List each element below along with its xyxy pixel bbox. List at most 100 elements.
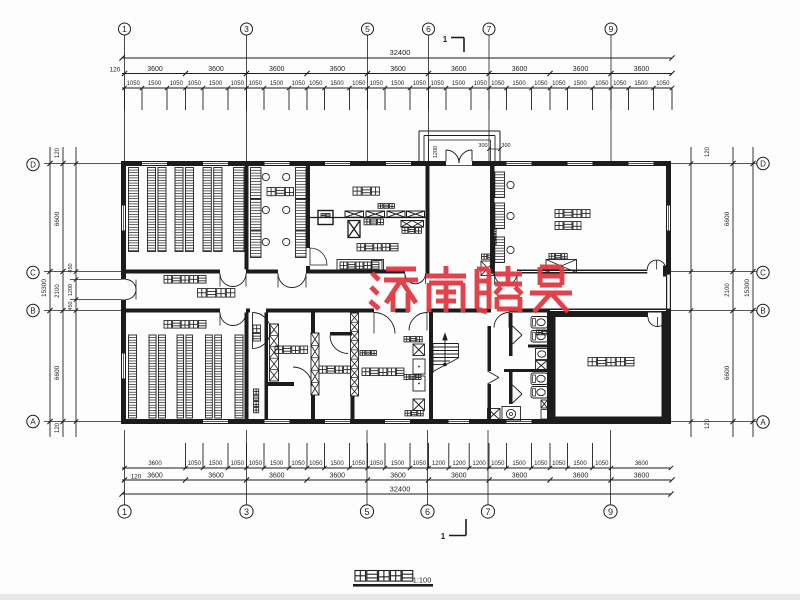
svg-text:1500: 1500 [512,81,526,87]
svg-text:120: 120 [55,147,61,158]
svg-text:3600: 3600 [269,473,285,480]
svg-text:A: A [30,418,36,427]
svg-text:1: 1 [441,532,446,541]
svg-text:1500: 1500 [209,461,223,467]
svg-text:120: 120 [705,418,711,429]
svg-text:1050: 1050 [188,461,202,467]
svg-text:5: 5 [364,507,369,517]
svg-text:1: 1 [443,35,448,44]
svg-text:1050: 1050 [595,461,609,467]
svg-text:6600: 6600 [54,365,61,380]
svg-text:1050: 1050 [231,461,245,467]
svg-text:1500: 1500 [270,81,284,87]
svg-text:1: 1 [122,24,127,34]
svg-text:3600: 3600 [634,66,650,73]
svg-text:1200: 1200 [432,461,446,467]
svg-text:1050: 1050 [491,81,505,87]
svg-text:1050: 1050 [370,81,384,87]
svg-text:3600: 3600 [208,66,224,73]
svg-text:1050: 1050 [291,461,305,467]
svg-text:6: 6 [426,24,431,34]
svg-text:6600: 6600 [724,365,731,380]
svg-text:1050: 1050 [188,81,202,87]
svg-text:1200: 1200 [472,461,486,467]
svg-text:1050: 1050 [595,81,609,87]
svg-text:1500: 1500 [573,81,587,87]
svg-text:D: D [30,161,36,170]
svg-text:6600: 6600 [54,211,61,226]
svg-text:32400: 32400 [390,485,411,494]
svg-text:3600: 3600 [573,66,589,73]
svg-text:1050: 1050 [231,81,245,87]
svg-text:1050: 1050 [413,461,427,467]
svg-text:1050: 1050 [127,81,141,87]
svg-text:C: C [760,269,766,278]
svg-text:3600: 3600 [451,473,467,480]
svg-text:1050: 1050 [656,81,670,87]
svg-text:3: 3 [244,24,249,34]
svg-text:1500: 1500 [391,461,405,467]
svg-text:5: 5 [365,24,370,34]
svg-text:3600: 3600 [573,473,589,480]
svg-text:1050: 1050 [170,81,184,87]
svg-text:1200: 1200 [433,146,439,158]
svg-text:9: 9 [609,24,614,34]
svg-text:1050: 1050 [352,81,366,87]
svg-text:1050: 1050 [491,461,505,467]
svg-text:1500: 1500 [330,81,344,87]
svg-text:1500: 1500 [330,461,344,467]
svg-text:1050: 1050 [474,81,488,87]
svg-text:3600: 3600 [147,66,163,73]
svg-text:3600: 3600 [512,473,528,480]
svg-text:120: 120 [55,422,61,433]
svg-text:1500: 1500 [634,81,648,87]
svg-text:3600: 3600 [512,66,528,73]
svg-text:2100: 2100 [725,283,731,297]
svg-text:3600: 3600 [451,66,467,73]
svg-text:3600: 3600 [635,461,649,467]
svg-text:1500: 1500 [573,461,587,467]
svg-text:7: 7 [487,24,492,34]
svg-text:120: 120 [705,146,711,157]
svg-text:1500: 1500 [148,81,162,87]
svg-text:B: B [30,307,35,316]
svg-text:B: B [760,307,765,316]
svg-text:A: A [760,418,766,427]
svg-text:3600: 3600 [390,66,406,73]
svg-text:3600: 3600 [390,473,406,480]
svg-text:1050: 1050 [431,81,445,87]
svg-text:1050: 1050 [309,461,323,467]
svg-text:2100: 2100 [55,284,61,298]
svg-text:300: 300 [478,143,487,149]
svg-text:1050: 1050 [413,81,427,87]
svg-text:1500: 1500 [270,461,284,467]
svg-text:6600: 6600 [724,211,731,226]
svg-text:D: D [760,160,766,169]
svg-text:120: 120 [131,474,142,481]
svg-text:1050: 1050 [309,81,323,87]
svg-text:3600: 3600 [269,66,285,73]
svg-text:6: 6 [425,507,430,517]
svg-text:3600: 3600 [147,473,163,480]
svg-text:1050: 1050 [249,81,263,87]
svg-text:1500: 1500 [391,81,405,87]
svg-text:450: 450 [68,301,74,310]
svg-text:1500: 1500 [452,81,466,87]
svg-text:1050: 1050 [613,81,627,87]
svg-text:120: 120 [110,67,121,74]
svg-text:1200: 1200 [452,461,466,467]
svg-text:450: 450 [68,263,74,272]
svg-text:1050: 1050 [352,461,366,467]
svg-text:15300: 15300 [744,279,751,297]
svg-text:300: 300 [501,143,510,149]
svg-text:1200: 1200 [68,284,74,296]
svg-text:3600: 3600 [634,473,650,480]
svg-text:1500: 1500 [512,461,526,467]
svg-text:1050: 1050 [534,461,548,467]
svg-text:3: 3 [244,507,249,517]
svg-text:15300: 15300 [41,279,48,297]
svg-text:1500: 1500 [209,81,223,87]
svg-text:3600: 3600 [148,461,162,467]
svg-text:3600: 3600 [208,473,224,480]
svg-text:3600: 3600 [329,473,345,480]
